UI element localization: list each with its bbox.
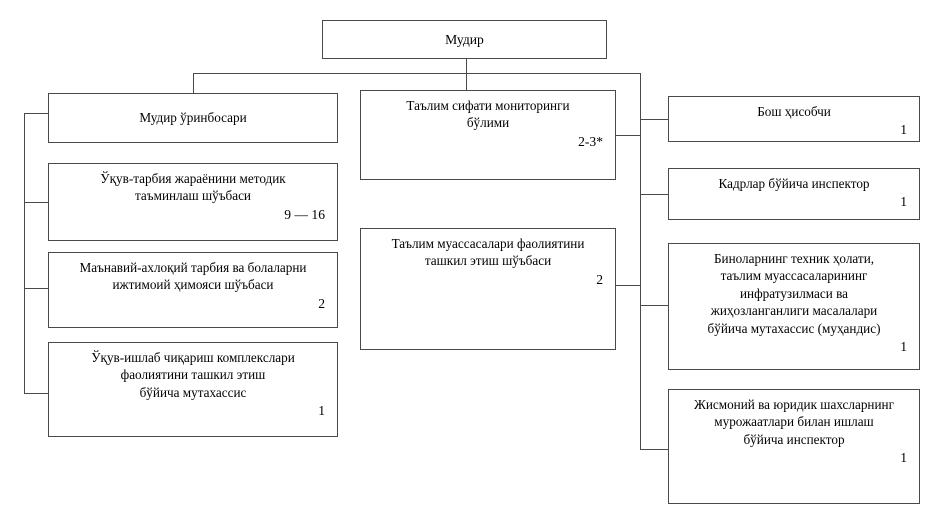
connector-left-stub-3 <box>24 288 49 290</box>
connector-center-1-to-spine <box>616 135 641 137</box>
node-chief-accountant-count: 1 <box>900 122 907 138</box>
node-hr-inspector-label: Кадрлар бўйича инспектор <box>718 176 870 191</box>
node-production-complex-specialist[interactable]: Ўқув-ишлаб чиқариш комплекслари фаолияти… <box>48 342 338 437</box>
node-production-complex-specialist-label: Ўқув-ишлаб чиқариш комплекслари фаолияти… <box>91 350 295 400</box>
node-moral-education-dept-count: 2 <box>318 295 325 311</box>
node-moral-education-dept[interactable]: Маънавий-ахлоқий тарбия ва болаларни ижт… <box>48 252 338 328</box>
node-buildings-infrastructure-specialist[interactable]: Биноларнинг техник ҳолати, таълим муасса… <box>668 243 920 370</box>
connector-left-spine <box>24 113 26 393</box>
node-root[interactable]: Мудир <box>322 20 607 59</box>
node-buildings-infrastructure-specialist-label: Биноларнинг техник ҳолати, таълим муасса… <box>707 251 881 336</box>
connector-left-stub-2 <box>24 202 49 204</box>
connector-right-stub-2 <box>640 194 668 196</box>
node-education-quality-monitoring-dept-count: 2-3* <box>578 133 603 149</box>
node-education-quality-monitoring-dept[interactable]: Таълим сифати мониторинги бўлими 2-3* <box>360 90 616 180</box>
node-deputy-director-label: Мудир ўринбосари <box>139 110 247 126</box>
connector-to-center-column <box>466 73 468 91</box>
connector-center-2-to-spine <box>616 285 641 287</box>
connector-right-stub-3 <box>640 305 668 307</box>
node-methodical-support-dept[interactable]: Ўқув-тарбия жараёнини методик таъминлаш … <box>48 163 338 241</box>
node-buildings-infrastructure-specialist-count: 1 <box>900 339 907 355</box>
connector-root-stem <box>466 58 468 74</box>
connector-right-spine <box>640 73 642 450</box>
node-hr-inspector-count: 1 <box>900 194 907 210</box>
node-chief-accountant[interactable]: Бош ҳисобчи 1 <box>668 96 920 142</box>
node-root-label: Мудир <box>445 31 484 47</box>
node-institutions-activity-dept[interactable]: Таълим муассасалари фаолиятини ташкил эт… <box>360 228 616 350</box>
node-moral-education-dept-label: Маънавий-ахлоқий тарбия ва болаларни ижт… <box>79 260 307 293</box>
node-production-complex-specialist-count: 1 <box>318 403 325 419</box>
node-citizens-appeals-inspector[interactable]: Жисмоний ва юридик шахсларнинг мурожаатл… <box>668 389 920 504</box>
node-education-quality-monitoring-dept-label: Таълим сифати мониторинги бўлими <box>406 98 570 131</box>
node-methodical-support-dept-label: Ўқув-тарбия жараёнини методик таъминлаш … <box>100 171 286 204</box>
connector-left-stub-1 <box>24 113 49 115</box>
node-hr-inspector[interactable]: Кадрлар бўйича инспектор 1 <box>668 168 920 220</box>
connector-right-stub-4 <box>640 449 668 451</box>
node-chief-accountant-label: Бош ҳисобчи <box>757 104 831 119</box>
node-deputy-director[interactable]: Мудир ўринбосари <box>48 93 338 143</box>
node-institutions-activity-dept-label: Таълим муассасалари фаолиятини ташкил эт… <box>391 236 585 269</box>
node-citizens-appeals-inspector-label: Жисмоний ва юридик шахсларнинг мурожаатл… <box>694 397 894 447</box>
node-citizens-appeals-inspector-count: 1 <box>900 450 907 466</box>
connector-distribution-bar <box>193 73 641 75</box>
connector-right-stub-1 <box>640 119 668 121</box>
connector-to-deputy-director <box>193 73 195 94</box>
node-methodical-support-dept-count: 9 — 16 <box>284 206 325 222</box>
node-institutions-activity-dept-count: 2 <box>596 271 603 287</box>
connector-left-stub-4 <box>24 393 49 395</box>
